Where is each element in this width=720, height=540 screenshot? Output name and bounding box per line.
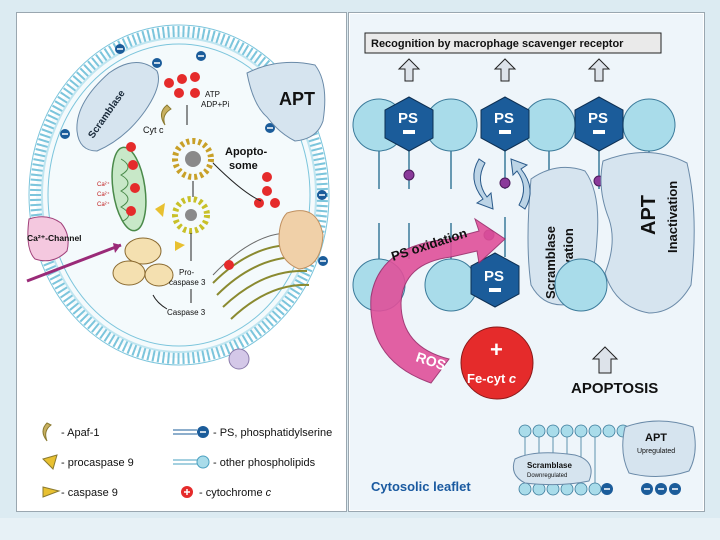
procaspase3-label-2: caspase 3: [169, 278, 206, 287]
legend: - Apaf-1 - procaspase 9 - caspase 9 - PS…: [42, 422, 332, 499]
apt-big-label: APT: [638, 195, 660, 235]
ca-channel: Ca²⁺-Channel: [26, 216, 122, 283]
ca-label-3: Ca²⁺: [97, 201, 110, 208]
svg-text:- cytochrome c: - cytochrome c: [199, 487, 272, 499]
inset-apt-label: APT: [645, 432, 667, 444]
fe-cyt-c: + Fe-cyt c: [460, 326, 534, 400]
legend-cytochrome-text: - cytochrome: [199, 487, 266, 499]
ps-hexagon-3: PS: [574, 96, 624, 152]
apoptosis-arrow-icon: [591, 346, 619, 374]
cell-diagram-panel: Scramblase APT Ca²⁺-Channel: [16, 12, 347, 512]
cytochrome-cluster-right: [254, 172, 280, 208]
apt-vesicle: [278, 210, 324, 270]
procaspase-3-icon: [175, 241, 185, 251]
fe-cyt-label: Fe-cyt: [467, 371, 509, 386]
apt-label: APT: [279, 89, 315, 109]
ca-channel-label: Ca²⁺-Channel: [27, 233, 82, 243]
header-box: [364, 32, 662, 54]
fe-cyt-italic: c: [509, 371, 517, 386]
legend-caspase-9-icon: [42, 486, 61, 498]
ps-hexagon-4: PS: [470, 252, 520, 308]
legend-ps-text: - PS, phosphatidylserine: [213, 427, 332, 439]
cytochrome-cluster-top: [164, 72, 200, 98]
atp-label: ATP: [205, 90, 220, 99]
ps-hexagon-2: PS: [480, 96, 530, 152]
mitochondrion: Ca²⁺ Ca²⁺ Ca²⁺: [97, 142, 147, 232]
scramblase-protein: Scramblase: [76, 62, 159, 152]
ps-hexagon-1-label: PS: [398, 110, 418, 127]
legend-cytochrome-italic: c: [266, 487, 272, 499]
cytochrome-er: [224, 260, 234, 270]
cytosolic-leaflet-label: Cytosolic leaflet: [371, 479, 471, 494]
apoptosis-label: APOPTOSIS: [571, 380, 658, 397]
mechanism-diagram-svg: Recognition by macrophage scavenger rece…: [350, 14, 703, 510]
ca-label-2: Ca²⁺: [97, 191, 110, 198]
inset-scramblase-label: Scramblase: [527, 461, 572, 470]
slide-bottom-band: [0, 518, 720, 540]
legend-caspase-9-text: - caspase 9: [61, 487, 118, 499]
fe-cyt-plus: +: [490, 337, 503, 362]
membrane-bleb: [228, 348, 250, 370]
header-text: Recognition by macrophage scavenger rece…: [371, 38, 624, 50]
legend-apaf-1-icon: [42, 422, 52, 442]
nuclear-fragments: [112, 237, 174, 287]
apoptosome: Apopto- some: [172, 138, 267, 180]
apaf-1-icon: [161, 104, 172, 126]
caspase3-label: Caspase 3: [167, 308, 206, 317]
apt-inactivation-label: Inactivation: [665, 181, 680, 253]
flip-flop-arrows: [473, 158, 531, 210]
svg-text:Fe-cyt c: Fe-cyt c: [467, 371, 517, 386]
inset-apt: [622, 420, 696, 477]
cyt-c-label: Cyt c: [143, 125, 164, 135]
apt-inactivation-protein: APT Inactivation: [600, 152, 695, 314]
mechanism-diagram-panel: Recognition by macrophage scavenger rece…: [348, 12, 705, 512]
procaspase3-label-1: Pro-: [179, 268, 194, 277]
cell-diagram-svg: Scramblase APT Ca²⁺-Channel: [26, 24, 332, 499]
inset-membrane: Scramblase Downregulated APT Upregulated: [512, 420, 696, 496]
apoptosome-label-1: Apopto-: [225, 146, 267, 158]
apoptosome-label-2: some: [229, 160, 258, 172]
ps-hexagon-4-label: PS: [484, 268, 504, 285]
recognition-arrows: [397, 58, 611, 82]
adp-pi-label: ADP+Pi: [201, 100, 229, 109]
scramblase-activation-label-1: Scramblase: [543, 226, 558, 299]
ps-hexagon-2-label: PS: [494, 110, 514, 127]
legend-apaf-1-text: - Apaf-1: [61, 427, 100, 439]
legend-procaspase-9-text: - procaspase 9: [61, 457, 134, 469]
inset-scramblase-downregulated: Downregulated: [527, 473, 567, 479]
legend-procaspase-9-icon: [42, 454, 58, 470]
legend-phospholipid-text: - other phospholipids: [213, 457, 316, 469]
ps-hexagon-3-label: PS: [588, 110, 608, 127]
caspase-9-complex: [155, 196, 210, 234]
inset-apt-upregulated: Upregulated: [637, 448, 675, 455]
inset-scramblase: [512, 452, 592, 486]
legend-phospholipid-icon: [196, 455, 210, 469]
pathway-arrows: [152, 105, 262, 310]
ps-hexagon-1: PS: [384, 96, 434, 152]
ca-label-1: Ca²⁺: [97, 181, 110, 188]
apt-protein: APT: [246, 61, 326, 142]
membrane-ps-markers: [60, 44, 328, 266]
